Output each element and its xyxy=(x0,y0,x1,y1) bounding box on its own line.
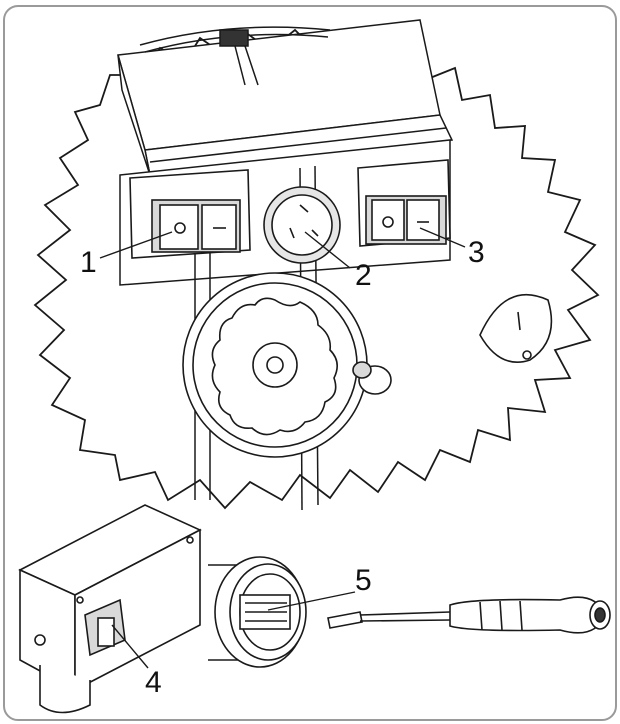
callout-3: 3 xyxy=(468,236,485,269)
screwdriver xyxy=(327,596,611,634)
switch-box-right xyxy=(357,159,451,247)
leader-lines xyxy=(99,227,466,669)
handwheel xyxy=(182,272,392,458)
callout-1: 1 xyxy=(80,246,97,279)
switch-on-off-icon xyxy=(159,204,237,250)
plug-socket xyxy=(208,556,307,668)
switch-box-left xyxy=(129,169,251,259)
rotary-switch-icon xyxy=(84,598,126,657)
external-switch-box xyxy=(18,504,202,714)
plug-socket-icon xyxy=(239,573,301,651)
callout-2: 2 xyxy=(355,259,372,292)
handwheel-icon xyxy=(211,297,338,436)
callout-4: 4 xyxy=(145,666,162,699)
screwdriver-icon xyxy=(327,596,611,634)
dial-gauge xyxy=(479,293,553,364)
rotary-knob-icon xyxy=(289,204,319,239)
callout-5: 5 xyxy=(355,564,372,597)
